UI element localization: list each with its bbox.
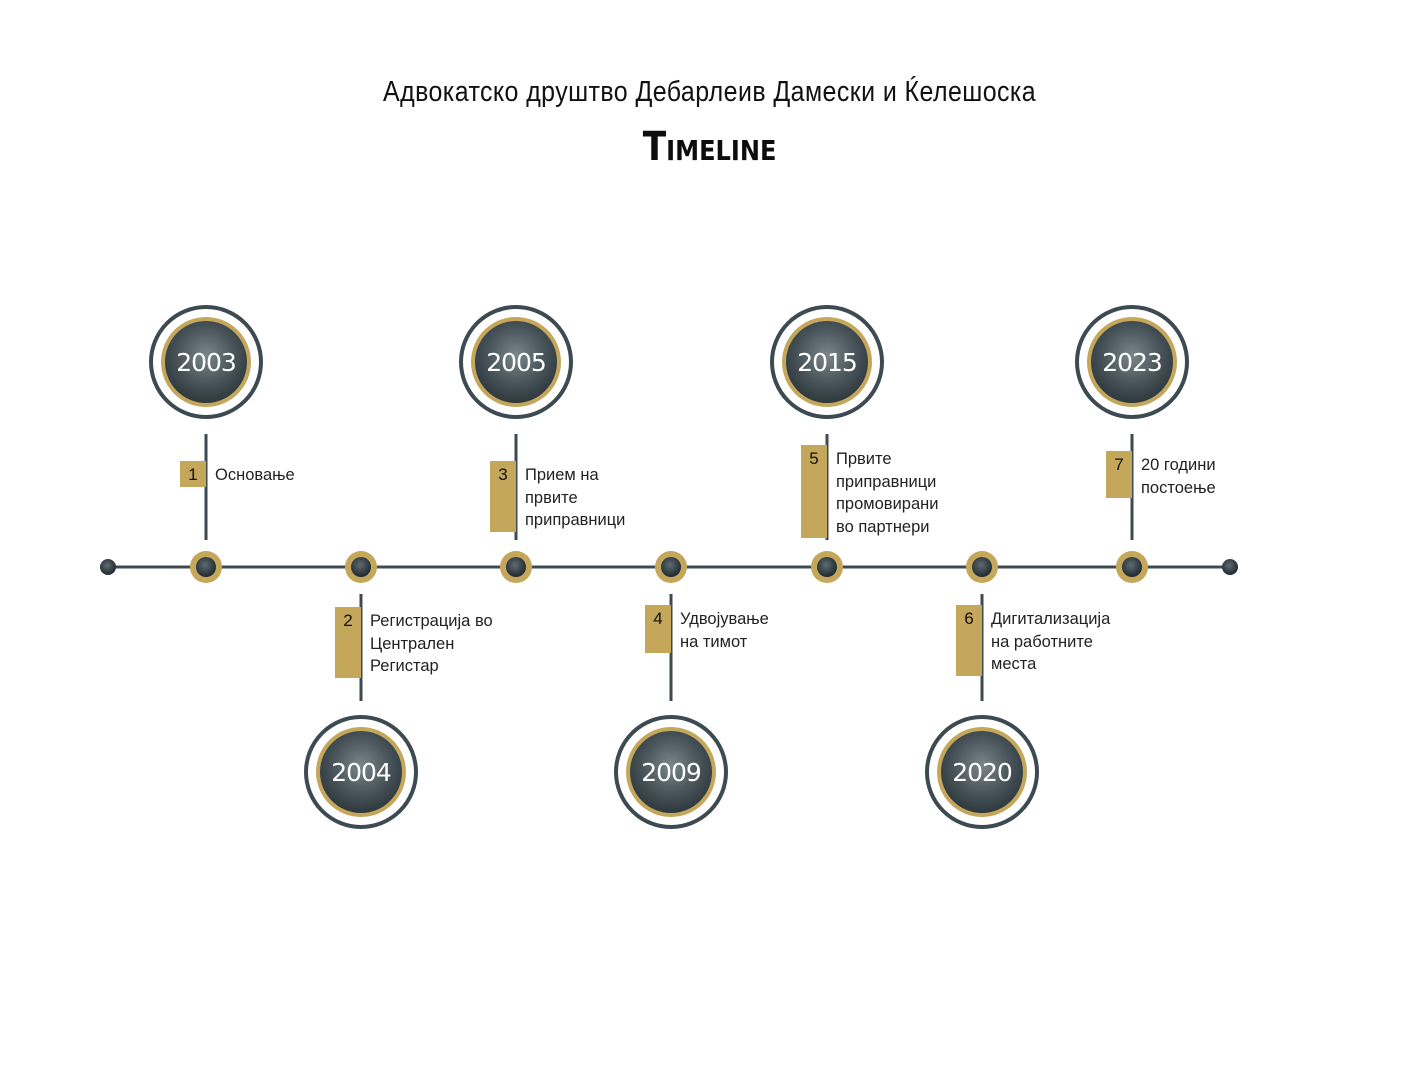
timeline-end-dot [1222, 559, 1238, 575]
year-label: 2009 [641, 757, 702, 787]
event-description: 20 години постоење [1141, 456, 1216, 497]
event-description: Дигитализација на работните места [991, 610, 1111, 673]
step-badge: 4 [645, 605, 671, 653]
step-badge: 6 [956, 605, 982, 676]
year-label: 2015 [797, 347, 858, 377]
timeline-node-dot [661, 557, 681, 577]
timeline-node-dot [972, 557, 992, 577]
event-description: Прием на првите приправници [525, 466, 626, 529]
year-disc [475, 321, 557, 403]
year-label: 2020 [952, 757, 1013, 787]
step-badge: 1 [180, 461, 206, 487]
page-title: Timeline [642, 124, 777, 170]
timeline-node-dot [1122, 557, 1142, 577]
timeline-start-dot [100, 559, 116, 575]
year-disc [1091, 321, 1173, 403]
year-disc [941, 731, 1023, 813]
year-label: 2003 [176, 347, 237, 377]
step-badge: 5 [801, 445, 827, 538]
year-label: 2023 [1102, 347, 1163, 377]
year-label: 2004 [331, 757, 392, 787]
year-label: 2005 [486, 347, 547, 377]
year-disc [786, 321, 868, 403]
event-description: Првите приправници промовирани во партне… [836, 450, 939, 536]
year-disc [630, 731, 712, 813]
step-badge: 3 [490, 461, 516, 532]
year-disc [320, 731, 402, 813]
event-description: Основање [215, 466, 295, 484]
timeline-node-dot [196, 557, 216, 577]
event-description: Удвојување на тимот [680, 610, 769, 651]
timeline-node-dot [351, 557, 371, 577]
timeline-node-dot [506, 557, 526, 577]
event-description: Регистрација во Централен Регистар [370, 612, 493, 675]
step-badge: 7 [1106, 451, 1132, 498]
year-disc [165, 321, 247, 403]
step-badge: 2 [335, 607, 361, 678]
subtitle: Адвокатско друштво Дебарлеив Дамески и Ќ… [383, 76, 1037, 108]
timeline-node-dot [817, 557, 837, 577]
